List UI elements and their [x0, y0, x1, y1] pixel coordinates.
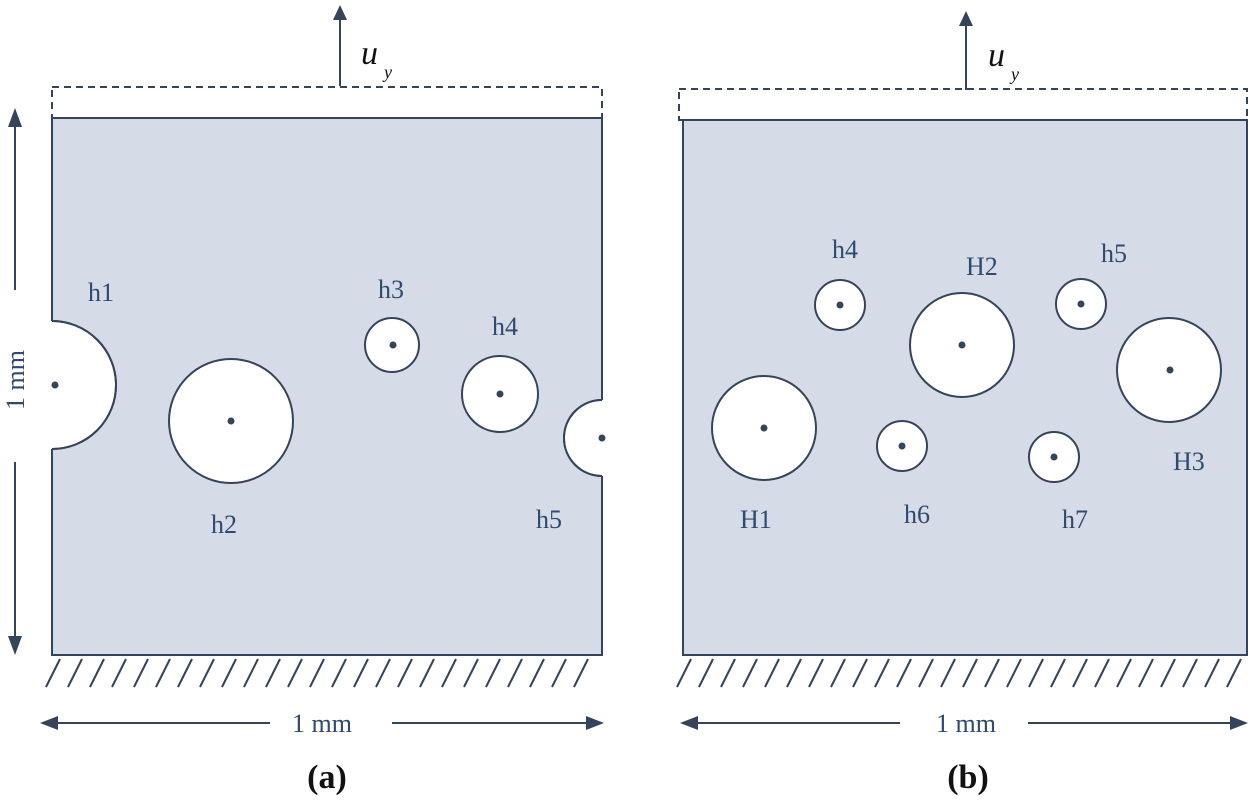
hatch-mark	[1006, 658, 1022, 688]
center-h7	[1050, 453, 1058, 461]
hatch-mark	[1094, 658, 1110, 688]
hatch-mark	[463, 658, 479, 688]
hatch-mark	[698, 658, 714, 688]
hatch-mark	[375, 658, 391, 688]
hatch-mark	[419, 658, 435, 688]
caption-a: (a)	[307, 759, 347, 796]
displaced-boundary-a	[51, 86, 603, 119]
panel-a: u y h1 h2 h3 h4 h5	[1, 5, 606, 796]
hole-label-H2: H2	[966, 252, 998, 281]
height-label-a: 1 mm	[1, 350, 30, 410]
load-sub-a: y	[382, 62, 392, 82]
hatch-mark	[1050, 658, 1066, 688]
center-h4	[496, 390, 504, 398]
hatch-mark	[808, 658, 824, 688]
panel-b: u y H1 H2 H3 h4 h5 h6 h7	[676, 11, 1248, 796]
center-h1	[51, 381, 59, 389]
width-dimension-a: 1 mm	[40, 709, 604, 738]
hole-label-H3: H3	[1173, 447, 1205, 476]
center-h5	[598, 434, 606, 442]
center-H3	[1166, 366, 1174, 374]
hatch-mark	[89, 658, 105, 688]
center-h5-b	[1077, 300, 1085, 308]
hatch-mark	[720, 658, 736, 688]
hatch-mark	[918, 658, 934, 688]
hole-label-h7: h7	[1062, 505, 1088, 534]
height-dimension-a: 1 mm	[1, 108, 30, 655]
hatch-mark	[199, 658, 215, 688]
hatch-mark	[940, 658, 956, 688]
hatch-mark	[1160, 658, 1176, 688]
load-sub-b: y	[1009, 64, 1019, 84]
hatch-mark	[1204, 658, 1220, 688]
hatch-mark	[551, 658, 567, 688]
hole-label-h3: h3	[378, 275, 404, 304]
hole-label-h2: h2	[211, 510, 237, 539]
center-H1	[760, 424, 768, 432]
hatch-mark	[353, 658, 369, 688]
load-arrow-head	[959, 11, 973, 26]
hatch-mark	[485, 658, 501, 688]
hatch-mark	[1028, 658, 1044, 688]
hatch-mark	[309, 658, 325, 688]
hatch-mark	[830, 658, 846, 688]
hatch-mark	[529, 658, 545, 688]
hole-label-h5-b: h5	[1101, 239, 1127, 268]
hatch-mark	[243, 658, 259, 688]
hatch-mark	[397, 658, 413, 688]
load-label-a: u	[361, 35, 378, 72]
hatch-mark	[287, 658, 303, 688]
hatch-mark	[786, 658, 802, 688]
hatch-mark	[441, 658, 457, 688]
fixed-support-a	[45, 658, 589, 688]
hole-label-h6: h6	[904, 500, 930, 529]
hatch-mark	[852, 658, 868, 688]
center-h6	[898, 442, 906, 450]
center-h2	[227, 417, 235, 425]
width-dimension-b: 1 mm	[680, 709, 1248, 738]
hatch-mark	[45, 658, 61, 688]
hatch-mark	[1182, 658, 1198, 688]
hatch-mark	[962, 658, 978, 688]
hatch-mark	[1226, 658, 1242, 688]
hole-label-h4-b: h4	[832, 235, 858, 264]
hole-label-h4: h4	[492, 312, 518, 341]
caption-b: (b)	[947, 759, 989, 796]
hatch-mark	[573, 658, 589, 688]
hatch-mark	[896, 658, 912, 688]
hatch-mark	[177, 658, 193, 688]
hatch-mark	[507, 658, 523, 688]
hatch-mark	[1116, 658, 1132, 688]
hatch-mark	[133, 658, 149, 688]
center-h4-b	[836, 301, 844, 309]
hatch-mark	[331, 658, 347, 688]
hole-label-H1: H1	[740, 505, 772, 534]
hatch-mark	[1138, 658, 1154, 688]
load-arrow-head	[333, 5, 347, 20]
hatch-mark	[742, 658, 758, 688]
displaced-boundary-b	[678, 88, 1248, 121]
load-label-b: u	[988, 37, 1005, 74]
width-label-a: 1 mm	[292, 709, 352, 738]
hatch-mark	[984, 658, 1000, 688]
center-H2	[958, 341, 966, 349]
hatch-mark	[111, 658, 127, 688]
hatch-mark	[221, 658, 237, 688]
hole-label-h5: h5	[536, 505, 562, 534]
hatch-mark	[265, 658, 281, 688]
hatch-mark	[874, 658, 890, 688]
width-label-b: 1 mm	[936, 709, 996, 738]
fixed-support-b	[676, 658, 1242, 688]
center-h3	[389, 341, 397, 349]
hatch-mark	[67, 658, 83, 688]
hatch-mark	[1072, 658, 1088, 688]
hatch-mark	[155, 658, 171, 688]
hatch-mark	[764, 658, 780, 688]
hole-label-h1: h1	[88, 278, 114, 307]
hatch-mark	[676, 658, 692, 688]
